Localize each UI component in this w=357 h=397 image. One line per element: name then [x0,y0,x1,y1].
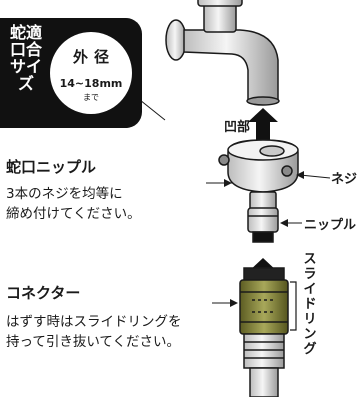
arrow-up-icon [248,108,278,140]
connector-line-2: 持って引き抜いてください。 [6,334,181,350]
diameter-label: 外径 [72,48,115,66]
diameter-circle: 外径 14~18mm まで [50,32,132,114]
diameter-note: まで [83,93,99,102]
faucet-illustration [165,0,280,106]
nipple-label: ニップル [304,218,357,233]
faucet-nipple-line-2: 締め付けてください。 [6,206,141,222]
diameter-range: 14~18mm [59,77,123,90]
faucet-nipple-title: 蛇口ニップル [6,158,97,176]
connector-line-1: はずす時はスライドリングを [6,314,182,330]
connector-title: コネクター [6,284,81,302]
slide-ring-label: スライドリング [303,252,317,357]
recess-label: 凹部 [224,120,251,135]
screw-label: ネジ [331,172,357,187]
faucet-nipple-illustration [218,139,299,243]
faucet-size-badge: 蛇適口合サイズ 外径 14~18mm まで [0,18,142,128]
faucet-nipple-line-1: 3本のネジを均等に [6,186,123,202]
badge-label: 蛇適口合サイズ [9,23,42,93]
connector-illustration [239,267,289,397]
